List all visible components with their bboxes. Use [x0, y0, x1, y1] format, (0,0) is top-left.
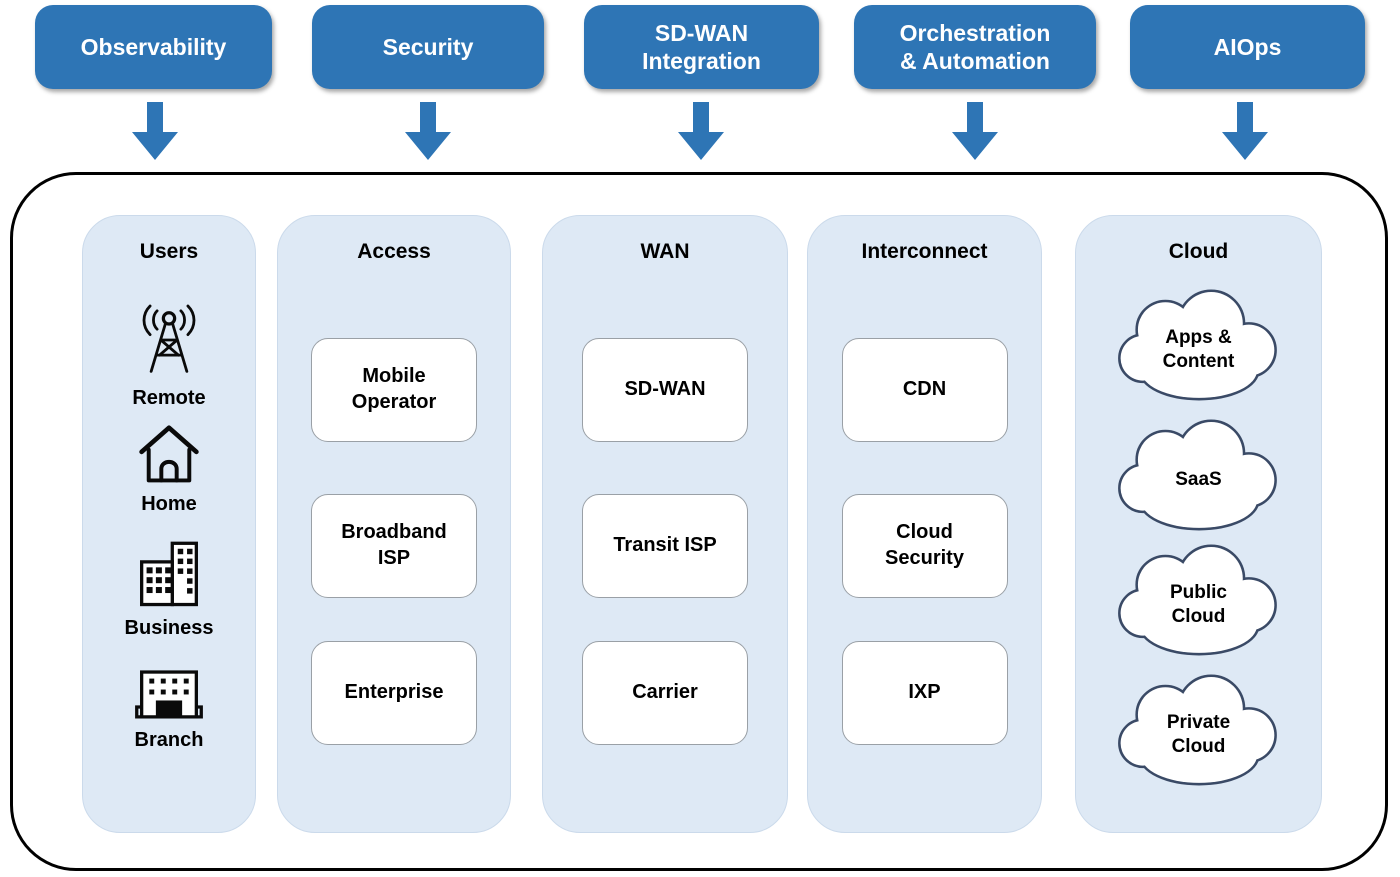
down-arrow-icon [405, 102, 451, 160]
node-enterprise: Enterprise [311, 641, 477, 745]
top-box-sdwan-integration: SD-WAN Integration [584, 5, 819, 89]
top-box-label: Observability [80, 33, 227, 60]
top-box-label: SD-WAN Integration [642, 19, 761, 74]
business-buildings-icon [140, 541, 198, 607]
cloud-saas: SaaS [1112, 419, 1286, 533]
column-interconnect: Interconnect CDN Cloud Security IXP [807, 215, 1042, 833]
cloud-private-cloud: Private Cloud [1112, 674, 1286, 788]
user-item-home: Home [83, 420, 255, 516]
node-label: Transit ISP [613, 534, 717, 557]
down-arrow-icon [678, 102, 724, 160]
node-label: CDN [902, 378, 947, 401]
cloud-public-cloud: Public Cloud [1112, 544, 1286, 658]
node-cdn: CDN [841, 338, 1008, 442]
node-sd-wan: SD-WAN [582, 338, 748, 442]
cloud-label: SaaS [1175, 469, 1222, 491]
user-item-label: Business [124, 617, 214, 639]
user-item-business: Business [83, 540, 255, 640]
user-item-label: Branch [134, 729, 204, 751]
user-item-label: Home [141, 493, 197, 515]
column-title: Interconnect [861, 240, 988, 263]
down-arrow-icon [1222, 102, 1268, 160]
column-title: Cloud [1168, 240, 1229, 263]
main-frame: Users Remote Home [10, 172, 1388, 871]
cloud-label: Public Cloud [1169, 582, 1227, 627]
column-title: Users [139, 240, 199, 263]
top-box-label: AIOps [1213, 33, 1282, 60]
top-box-security: Security [312, 5, 544, 89]
column-users: Users Remote Home [82, 215, 256, 833]
cloud-icon [1117, 289, 1277, 401]
column-cloud: Cloud Apps & Content [1075, 215, 1322, 833]
node-transit-isp: Transit ISP [582, 494, 748, 598]
cloud-label: Apps & Content [1162, 327, 1235, 372]
down-arrow-icon [952, 102, 998, 160]
node-broadband-isp: Broadband ISP [311, 494, 477, 598]
column-title: WAN [640, 240, 690, 263]
cloud-icon [1117, 544, 1277, 656]
branch-building-icon [135, 670, 203, 719]
cloud-label: Private Cloud [1166, 712, 1231, 757]
node-label: Enterprise [344, 681, 444, 704]
cloud-icon [1117, 419, 1277, 531]
node-ixp: IXP [841, 641, 1008, 745]
column-title: Access [357, 240, 431, 263]
node-label: Broadband ISP [341, 521, 447, 569]
top-box-observability: Observability [35, 5, 272, 89]
node-label: IXP [908, 681, 941, 704]
node-label: Cloud Security [885, 521, 964, 569]
node-carrier: Carrier [582, 641, 748, 745]
down-arrow-icon [132, 102, 178, 160]
user-item-label: Remote [132, 387, 206, 409]
node-cloud-security: Cloud Security [841, 494, 1008, 598]
user-item-branch: Branch [83, 668, 255, 752]
cloud-apps-content: Apps & Content [1112, 289, 1286, 403]
column-access: Access Mobile Operator Broadband ISP Ent… [277, 215, 511, 833]
top-box-orchestration-automation: Orchestration & Automation [854, 5, 1096, 89]
home-icon [139, 425, 199, 483]
user-item-remote: Remote [83, 300, 255, 410]
top-box-label: Orchestration & Automation [899, 19, 1051, 74]
cloud-icon [1117, 674, 1277, 786]
top-box-label: Security [382, 33, 474, 60]
radio-tower-icon [142, 304, 196, 373]
node-label: Mobile Operator [351, 365, 437, 413]
node-label: Carrier [632, 681, 698, 704]
top-box-aiops: AIOps [1130, 5, 1365, 89]
column-wan: WAN SD-WAN Transit ISP Carrier [542, 215, 788, 833]
node-mobile-operator: Mobile Operator [311, 338, 477, 442]
node-label: SD-WAN [624, 378, 706, 401]
